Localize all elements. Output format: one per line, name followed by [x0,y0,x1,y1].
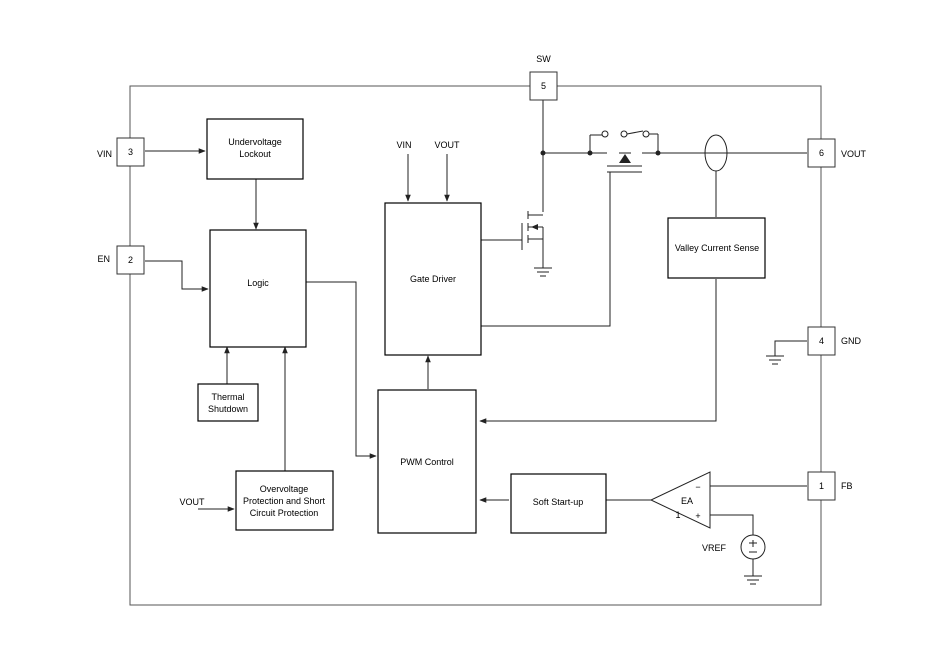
sw-pin-number: 5 [541,81,546,91]
valley-current-sense-label: Valley Current Sense [675,243,759,253]
gate-driver-vout-label: VOUT [434,140,460,150]
undervoltage-lockout-block [206,118,304,180]
vout-pin-name: VOUT [841,149,867,159]
undervoltage-label-1: Undervoltage [228,137,282,147]
en-pin [116,245,145,275]
gnd-pin-number: 4 [819,336,824,346]
ea-minus-label: − [695,482,700,492]
sw-pin-name: SW [536,54,551,64]
ovp-label-1: Overvoltage [260,484,309,494]
vin-pin-number: 3 [128,147,133,157]
pwm-control-label: PWM Control [400,457,454,467]
fb-pin [807,471,836,501]
error-amplifier [649,471,711,529]
gnd-ground-symbol [766,355,784,365]
ovp-label-2: Protection and Short [243,496,326,506]
nmos-transistor [521,211,544,268]
en-pin-name: EN [97,254,110,264]
soft-start-label: Soft Start-up [533,497,584,507]
gate-driver-vin-label: VIN [396,140,411,150]
thermal-label-1: Thermal [211,392,244,402]
thermal-label-2: Shutdown [208,404,248,414]
ea-label: EA [681,496,693,506]
vref-ground-symbol [744,575,762,585]
ea-plus-label: + [695,511,700,521]
current-sense-coil [704,134,728,172]
ovp-label-3: Circuit Protection [250,508,319,518]
ovp-vout-label: VOUT [179,497,205,507]
vin-pin-name: VIN [97,149,112,159]
soft-start-block [510,473,607,534]
fb-pin-name: FB [841,481,853,491]
vref-source [740,534,766,560]
nmos-ground-symbol [534,267,552,277]
vref-label: VREF [702,543,727,553]
vout-pin [807,138,836,168]
fb-pin-number: 1 [819,481,824,491]
thermal-shutdown-block [197,383,259,422]
gnd-pin [807,326,836,356]
undervoltage-label-2: Lockout [239,149,271,159]
pmos-switch [540,130,661,173]
gate-driver-label: Gate Driver [410,274,456,284]
vin-pin [116,137,145,167]
sw-pin [529,71,558,101]
wires [145,100,807,576]
ovp-block [235,470,334,531]
valley-current-sense-block [667,217,766,279]
logic-label: Logic [247,278,269,288]
pwm-control-block [377,389,477,534]
vout-pin-number: 6 [819,148,824,158]
ea-one-label: 1 [675,510,680,520]
logic-block [209,229,307,348]
en-pin-number: 2 [128,255,133,265]
gnd-pin-name: GND [841,336,862,346]
gate-driver-block [384,202,482,356]
